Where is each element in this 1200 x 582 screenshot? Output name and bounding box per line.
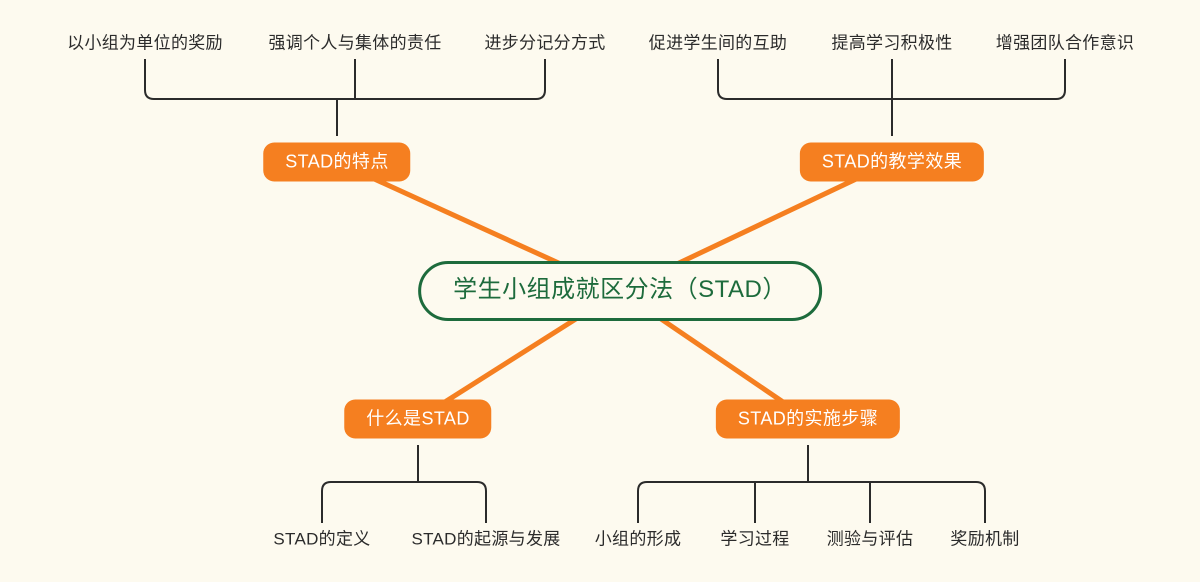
leaf-label: 小组的形成 bbox=[594, 529, 682, 549]
branch-bracket-3 bbox=[637, 481, 986, 492]
leaf-label: STAD的起源与发展 bbox=[411, 529, 561, 549]
leaf-label: 强调个人与集体的责任 bbox=[268, 33, 442, 53]
branch-node[interactable]: STAD的实施步骤 bbox=[715, 399, 901, 439]
leaf-label: 学习过程 bbox=[720, 529, 790, 549]
branch-bracket-0 bbox=[144, 89, 546, 100]
leaf-label: 以小组为单位的奖励 bbox=[67, 33, 223, 53]
leaf-label: 促进学生间的互助 bbox=[648, 33, 788, 53]
branch-bracket-2 bbox=[321, 481, 487, 492]
branch-node[interactable]: 什么是STAD bbox=[344, 399, 492, 439]
leaf-label: 测验与评估 bbox=[826, 529, 914, 549]
leaf-label: 增强团队合作意识 bbox=[995, 33, 1135, 53]
leaf-label: 奖励机制 bbox=[950, 529, 1020, 549]
root-node[interactable]: 学生小组成就区分法（STAD） bbox=[418, 261, 822, 321]
branch-node[interactable]: STAD的特点 bbox=[263, 142, 411, 182]
leaf-label: 提高学习积极性 bbox=[831, 33, 953, 53]
leaf-label: 进步分记分方式 bbox=[484, 33, 606, 53]
branch-node[interactable]: STAD的教学效果 bbox=[799, 142, 985, 182]
leaf-label: STAD的定义 bbox=[273, 529, 371, 549]
